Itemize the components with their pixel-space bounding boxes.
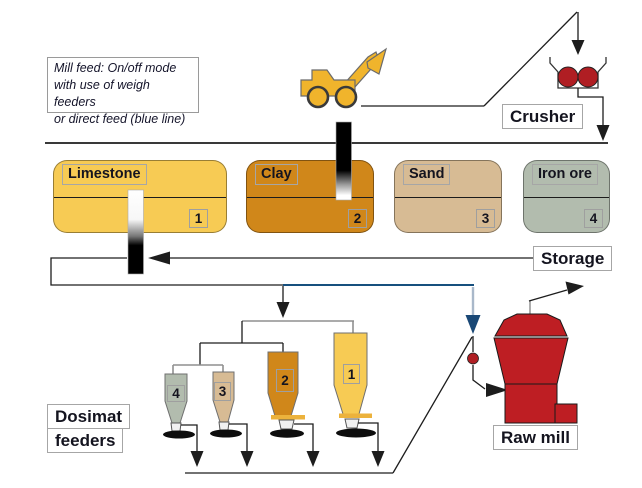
mill-exhaust-line bbox=[528, 289, 568, 302]
mill-top bbox=[494, 313, 568, 337]
bin-number-badge: 2 bbox=[348, 209, 367, 228]
mill-base bbox=[504, 383, 558, 424]
elevator-line bbox=[392, 336, 473, 474]
manifold-drop-arrow-icon bbox=[276, 302, 290, 318]
storage-label: Storage bbox=[533, 246, 613, 271]
raw-mill-label: Raw mill bbox=[493, 425, 578, 450]
bin-clay: Clay 2 bbox=[246, 160, 374, 233]
feeder-discharge-line bbox=[358, 422, 379, 452]
direct-feed-arrow-icon bbox=[465, 315, 481, 334]
feeder-number-badge: 3 bbox=[214, 382, 231, 401]
feeder-discharge-line bbox=[229, 423, 248, 452]
weigh-belt-base bbox=[163, 430, 195, 439]
bin-number-badge: 1 bbox=[189, 209, 208, 228]
raw-mill-icon bbox=[493, 281, 584, 424]
feeder-number-badge: 4 bbox=[167, 385, 185, 402]
weigh-belt bbox=[271, 415, 305, 420]
crusher-discharge-arrow-icon bbox=[596, 125, 610, 141]
dosimat-feeders-label-line1: Dosimat bbox=[47, 404, 131, 429]
note-line: Mill feed: On/off mode bbox=[54, 61, 177, 75]
dosimat-feeder-4 bbox=[163, 373, 204, 467]
valve-dot-icon bbox=[467, 352, 479, 365]
mill-inlet-arrow-icon bbox=[486, 383, 508, 397]
feeder-number-badge: 2 bbox=[276, 369, 294, 392]
dosimat-feeders-label-line2: feeders bbox=[47, 428, 124, 453]
bin-number-badge: 4 bbox=[584, 209, 603, 228]
feeder-discharge-arrow-icon bbox=[190, 451, 204, 467]
crusher-roller bbox=[577, 66, 599, 88]
mill-annex bbox=[554, 403, 578, 424]
reclaim-arrow-icon bbox=[148, 251, 170, 265]
bin-label: Sand bbox=[403, 164, 451, 185]
feeder-discharge-arrow-icon bbox=[306, 451, 320, 467]
bin-sand: Sand 3 bbox=[394, 160, 502, 233]
crusher-discharge-line bbox=[577, 88, 604, 126]
bin-level-line bbox=[524, 197, 609, 199]
feeder-discharge-line bbox=[181, 424, 198, 452]
wheel-loader-icon bbox=[300, 47, 388, 109]
feeder-number-badge: 1 bbox=[343, 364, 360, 384]
bin-iron-ore: Iron ore 4 bbox=[523, 160, 610, 233]
bin-number-badge: 3 bbox=[476, 209, 495, 228]
feeder-discharge-line bbox=[294, 423, 314, 452]
crusher-label: Crusher bbox=[502, 104, 584, 129]
feeder-outlet bbox=[344, 418, 360, 429]
crusher-icon bbox=[549, 57, 607, 89]
bin-label: Iron ore bbox=[532, 164, 598, 185]
dosimat-feeder-1 bbox=[333, 332, 385, 467]
feeder-discharge-arrow-icon bbox=[371, 451, 385, 467]
bin-level-line bbox=[395, 197, 501, 199]
loader-bucket bbox=[366, 47, 388, 75]
bin-label: Limestone bbox=[62, 164, 147, 185]
mill-inlet-line bbox=[472, 365, 486, 390]
feeder-outlet bbox=[278, 419, 295, 430]
dosimat-feeder-2 bbox=[267, 351, 320, 467]
dosimat-feeder-3 bbox=[210, 371, 254, 467]
crusher-feed-arrow-icon bbox=[571, 40, 585, 55]
note-line: or direct feed (blue line) bbox=[54, 112, 186, 126]
incline-conveyor-line bbox=[483, 11, 578, 107]
clay-feed-chute bbox=[335, 121, 352, 201]
loader-wheel bbox=[306, 85, 330, 109]
mill-feed-note: Mill feed: On/off mode with use of weigh… bbox=[47, 57, 199, 126]
limestone-extraction-chute bbox=[127, 189, 144, 275]
weigh-belt-base bbox=[210, 429, 242, 438]
bin-level-line bbox=[247, 197, 373, 199]
note-line: with use of weigh feeders bbox=[54, 78, 150, 109]
mill-exhaust-arrow-icon bbox=[565, 281, 584, 295]
feeder-discharge-arrow-icon bbox=[240, 451, 254, 467]
bin-label: Clay bbox=[255, 164, 298, 185]
weigh-belt-base bbox=[336, 428, 376, 438]
loader-wheel bbox=[334, 85, 358, 109]
weigh-belt bbox=[339, 413, 372, 418]
weigh-belt-base bbox=[270, 429, 304, 438]
weigh-feed-line bbox=[50, 257, 284, 286]
